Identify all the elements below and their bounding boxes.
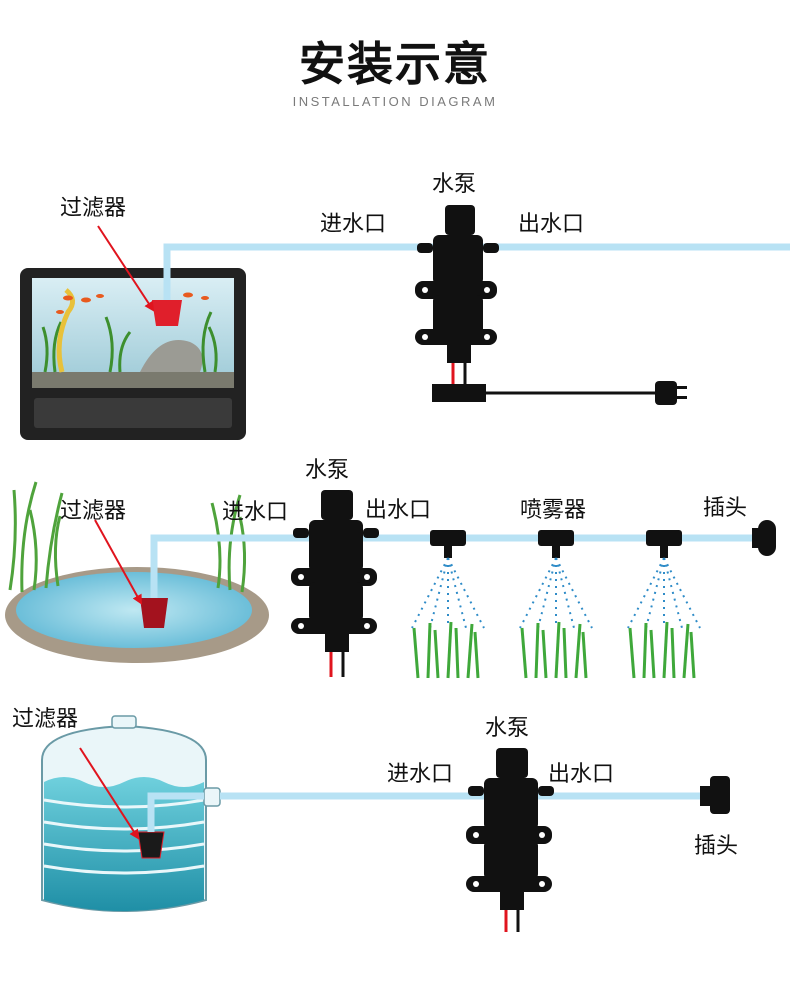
- end-plug-icon: [752, 520, 776, 556]
- scene1-pump-label: 水泵: [432, 172, 477, 197]
- scene2-sprayer-label: 喷雾器: [520, 498, 587, 523]
- filter-pointer-arrow: [94, 519, 142, 605]
- scene3-filter-label: 过滤器: [12, 707, 79, 732]
- page-title: 安装示意: [299, 37, 491, 91]
- sprayer-1: [411, 530, 485, 679]
- scene3-inlet-label: 进水口: [387, 762, 454, 787]
- tank-water: [44, 777, 204, 911]
- scene2-filter-label: 过滤器: [60, 499, 127, 524]
- scene1-aquarium: [20, 205, 790, 440]
- scene2-plug-label: 插头: [703, 496, 748, 521]
- filter-pointer-arrow: [79, 747, 140, 840]
- scene1-filter-label: 过滤器: [60, 196, 127, 221]
- pump-icon: [466, 748, 554, 932]
- page-subtitle: INSTALLATION DIAGRAM: [292, 94, 498, 109]
- aquarium-base: [34, 398, 232, 428]
- filter-icon: [140, 598, 168, 628]
- water-pipe: [147, 792, 706, 832]
- filter-icon: [137, 831, 165, 859]
- scene3-water-tank: [41, 715, 730, 932]
- scene2-pond: [5, 481, 776, 679]
- pond-water: [16, 572, 252, 648]
- pump-icon: [415, 205, 499, 385]
- aquarium-rock: [140, 340, 203, 372]
- sprayer-3: [627, 530, 701, 679]
- end-plug-icon: [700, 776, 730, 814]
- sprayer-2: [519, 530, 593, 679]
- aquarium-plants: [41, 311, 218, 373]
- scene1-outlet-label: 出水口: [518, 212, 585, 237]
- scene2-pump-label: 水泵: [305, 458, 350, 483]
- water-pipe: [163, 243, 790, 300]
- scene2-inlet-label: 进水口: [222, 500, 289, 525]
- pond-reeds: [8, 481, 247, 593]
- power-plug-icon: [655, 381, 687, 405]
- scene3-pump-label: 水泵: [485, 716, 530, 741]
- scene2-outlet-label: 出水口: [365, 498, 432, 523]
- filter-pointer-arrow: [97, 225, 155, 312]
- scene1-inlet-label: 进水口: [320, 212, 387, 237]
- scene3-plug-label: 插头: [694, 834, 739, 859]
- pump-icon: [291, 490, 379, 677]
- switch-box: [432, 384, 486, 402]
- tank-ribs: [43, 798, 205, 875]
- scene3-outlet-label: 出水口: [548, 762, 615, 787]
- aquarium-fish: [56, 292, 209, 314]
- filter-icon: [152, 300, 182, 326]
